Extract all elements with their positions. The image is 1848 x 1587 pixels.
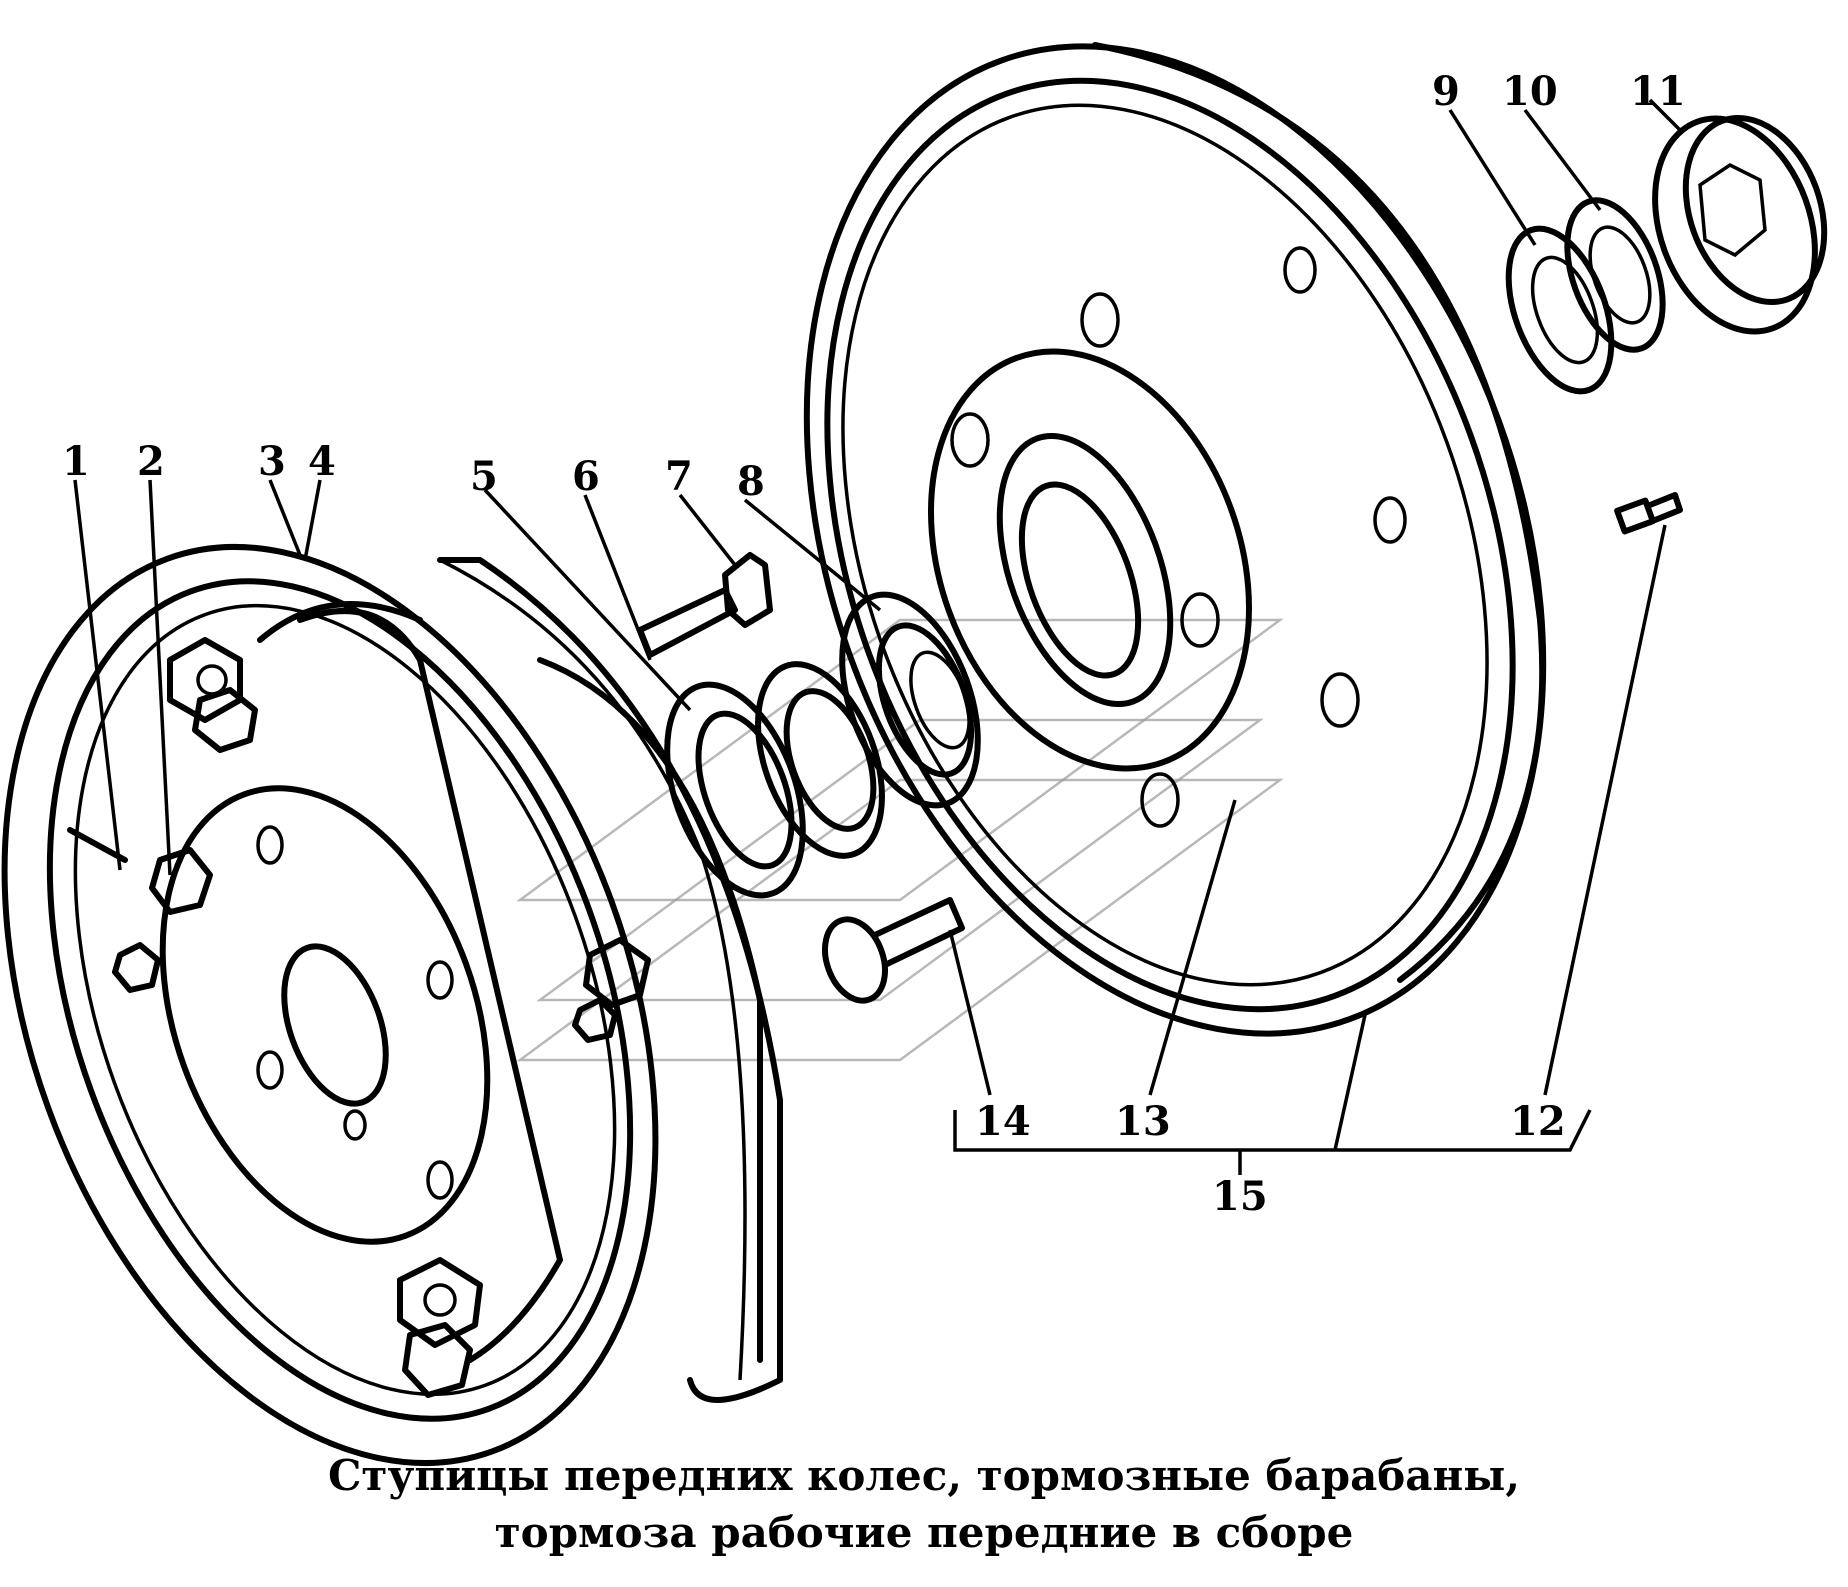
lock-washer xyxy=(1564,197,1666,353)
hub-cap xyxy=(1652,115,1828,335)
anchor-pin-assembly-bottom xyxy=(397,1257,483,1398)
outer-bearing xyxy=(1505,225,1615,395)
callout-3: 3 xyxy=(258,438,286,485)
wheel-bolt xyxy=(822,897,965,1004)
callout-5: 5 xyxy=(470,453,498,500)
anchor-pin-assembly-top xyxy=(167,637,258,753)
callout-8: 8 xyxy=(737,458,765,505)
callout-11: 11 xyxy=(1630,68,1686,115)
cotter-pin-and-nut xyxy=(67,827,213,993)
callout-14: 14 xyxy=(975,1098,1031,1145)
callout-15: 15 xyxy=(1212,1173,1268,1220)
figure-caption-line-2: тормоза рабочие передние в сборе xyxy=(494,1508,1354,1557)
brake-backing-plate xyxy=(1,544,659,1466)
callout-1: 1 xyxy=(62,438,90,485)
callout-13: 13 xyxy=(1115,1098,1171,1145)
figure-caption-line-1: Ступицы передних колес, тормозные бараба… xyxy=(328,1451,1520,1500)
wheel-stud xyxy=(637,552,773,658)
leader-lines xyxy=(73,98,1682,1175)
wheel-hub xyxy=(928,246,1407,828)
callout-2: 2 xyxy=(137,438,165,485)
callout-10: 10 xyxy=(1502,68,1558,115)
brake-drum xyxy=(803,42,1547,1037)
callout-12: 12 xyxy=(1510,1098,1566,1145)
callout-7: 7 xyxy=(665,453,693,500)
callout-6: 6 xyxy=(572,453,600,500)
callout-labels: 1 2 3 4 5 6 7 8 9 10 11 12 13 14 15 xyxy=(62,68,1686,1220)
callout-9: 9 xyxy=(1432,68,1460,115)
callout-4: 4 xyxy=(308,438,336,485)
drum-screw xyxy=(1614,492,1683,535)
